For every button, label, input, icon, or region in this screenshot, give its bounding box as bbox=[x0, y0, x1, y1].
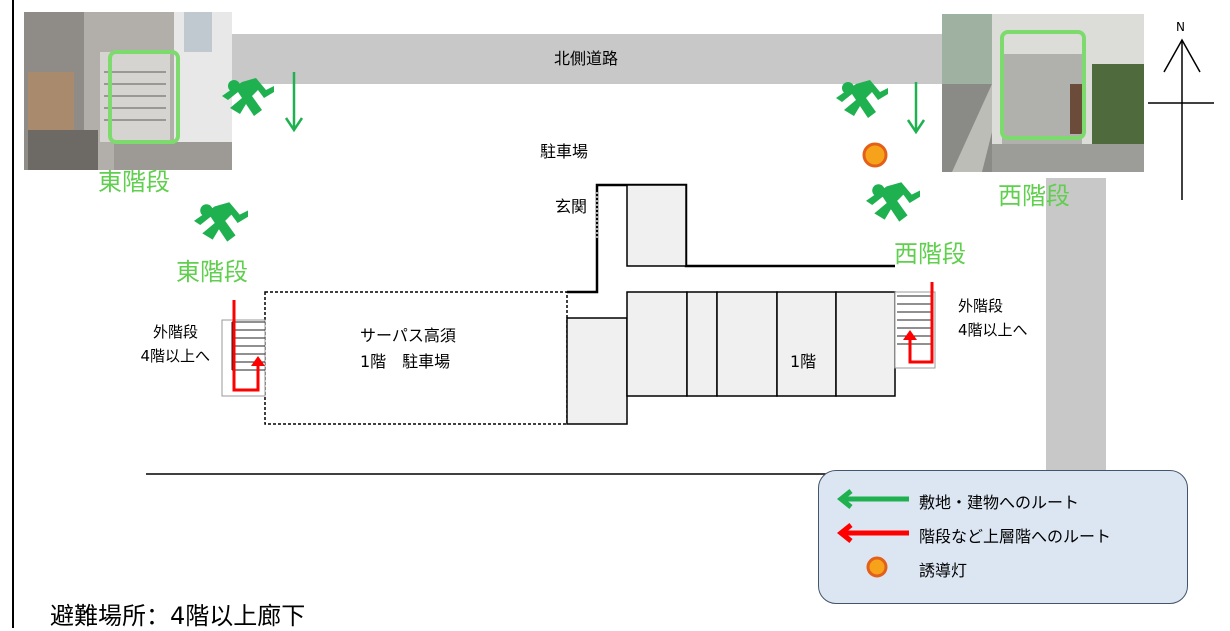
right-red-route bbox=[908, 282, 934, 364]
right-red-arrowhead bbox=[903, 330, 917, 340]
west-stairs-photo-label: 西階段 bbox=[998, 182, 1070, 210]
east-stairs-label: 東階段 bbox=[176, 258, 248, 286]
unit-4 bbox=[776, 291, 837, 397]
running-person-icon bbox=[222, 78, 274, 116]
right-outer-stairs-line2: 4階以上へ bbox=[958, 321, 1028, 339]
parking-floor-outline bbox=[264, 291, 568, 425]
compass-north-label: N bbox=[1176, 20, 1185, 34]
corridor-outline bbox=[567, 183, 895, 294]
left-outer-stairs-line2: 4階以上へ bbox=[140, 347, 210, 365]
legend-box: 敷地・建物へのルート 階段など上層階へのルート 誘導灯 bbox=[818, 470, 1188, 604]
right-outer-stairs-line1: 外階段 bbox=[958, 297, 1004, 315]
west-stairs-highlight bbox=[1000, 30, 1086, 140]
guide-light-icon bbox=[862, 142, 888, 168]
left-red-arrowhead bbox=[251, 356, 265, 366]
red-arrow-icon bbox=[836, 523, 909, 543]
right-outer-stairs-label: 外階段 4階以上へ bbox=[958, 294, 1068, 342]
left-border-line bbox=[12, 0, 14, 628]
green-arrow-icon bbox=[836, 489, 909, 509]
unit-2 bbox=[686, 291, 718, 397]
north-road bbox=[228, 34, 944, 84]
unit-left bbox=[566, 317, 628, 425]
building-floor-label: 1階 駐車場 bbox=[360, 352, 451, 371]
north-arrow-icon bbox=[1148, 38, 1214, 200]
green-down-arrow-west bbox=[906, 82, 926, 135]
unit-5 bbox=[835, 291, 896, 397]
left-red-route bbox=[232, 300, 260, 392]
left-outer-stairs-line1: 外階段 bbox=[152, 323, 198, 341]
running-person-icon bbox=[866, 182, 920, 222]
right-outer-stairs bbox=[894, 291, 936, 369]
east-stairs-highlight bbox=[108, 50, 180, 144]
legend-green-route-label: 敷地・建物へのルート bbox=[919, 493, 1080, 512]
east-side-road bbox=[1046, 178, 1106, 470]
unit-3 bbox=[716, 291, 778, 397]
running-person-icon bbox=[194, 202, 248, 242]
legend-guide-light-label: 誘導灯 bbox=[919, 561, 968, 580]
orange-circle-icon bbox=[866, 556, 888, 578]
evacuation-location-note: 避難場所：4階以上廊下 bbox=[50, 602, 306, 630]
running-person-icon bbox=[836, 80, 888, 118]
entrance-label: 玄関 bbox=[555, 197, 588, 216]
green-down-arrow-east bbox=[284, 72, 304, 133]
unit-1 bbox=[626, 291, 688, 397]
legend-red-route-label: 階段など上層階へのルート bbox=[919, 527, 1112, 546]
right-stair-treads bbox=[897, 295, 932, 345]
left-outer-stairs-label: 外階段 4階以上へ bbox=[100, 320, 210, 368]
west-stairs-photo bbox=[942, 14, 1144, 172]
floor1-label: 1階 bbox=[790, 352, 817, 371]
west-stairs-label: 西階段 bbox=[894, 240, 966, 268]
north-road-label: 北側道路 bbox=[553, 49, 618, 68]
entrance-room bbox=[626, 184, 687, 267]
east-stairs-photo-label: 東階段 bbox=[98, 168, 170, 196]
east-stairs-photo bbox=[24, 12, 232, 170]
parking-label: 駐車場 bbox=[540, 142, 589, 161]
building-name-label: サーパス高須 bbox=[360, 326, 456, 345]
